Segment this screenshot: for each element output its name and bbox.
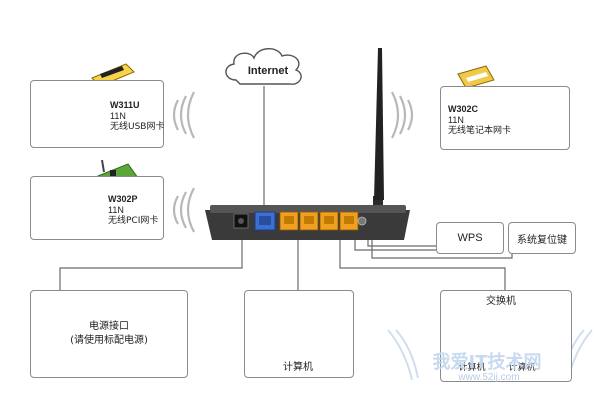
power-box: 电源接口 (请使用标配电源)	[30, 290, 188, 378]
wps-label: WPS	[457, 232, 483, 244]
computer-box	[244, 290, 354, 378]
w302c-info-box	[440, 86, 570, 150]
w311u-model: W311U	[110, 100, 140, 110]
w302p-desc: 无线PCI网卡	[108, 216, 159, 226]
router	[205, 205, 410, 240]
w302p-info-box	[30, 176, 164, 240]
wireless-waves	[172, 91, 414, 233]
w311u-spec: 11N	[110, 111, 126, 121]
wps-button-port	[357, 216, 367, 226]
reset-box: 系统复位键	[508, 222, 576, 254]
w302c-spec: 11N	[448, 115, 464, 125]
switch-line	[339, 232, 506, 290]
switch-pc-2-label: 计算机	[508, 363, 536, 373]
w311u-info-box	[30, 80, 164, 148]
w311u-label: W311U 11N 无线USB网卡	[110, 100, 164, 133]
router-antenna	[373, 48, 384, 210]
watermark-url: www.52ij.com	[458, 372, 520, 383]
reset-line	[371, 228, 513, 259]
computer-label: 计算机	[283, 362, 313, 373]
w302c-model: W302C	[448, 104, 479, 114]
power-label: 电源接口 (请使用标配电源)	[70, 321, 148, 346]
w302p-spec: 11N	[108, 205, 124, 215]
reset-label: 系统复位键	[517, 234, 567, 246]
internet-label: Internet	[247, 65, 289, 77]
w311u-desc: 无线USB网卡	[110, 122, 165, 132]
power-line	[59, 232, 243, 290]
w302c-label: W302C 11N 无线笔记本网卡	[448, 104, 511, 137]
watermark-text: 我爱IT技术网	[432, 352, 542, 373]
pcmcia-card-icon	[457, 65, 495, 89]
w302c-desc: 无线笔记本网卡	[448, 126, 512, 136]
internet-cloud	[225, 48, 302, 85]
switch-pc-1-label: 计算机	[458, 363, 486, 373]
wps-box: WPS	[436, 222, 504, 254]
w302p-model: W302P	[108, 194, 138, 204]
w302p-label: W302P 11N 无线PCI网卡	[108, 194, 158, 227]
switch-box	[440, 290, 572, 382]
switch-title: 交换机	[486, 296, 516, 307]
